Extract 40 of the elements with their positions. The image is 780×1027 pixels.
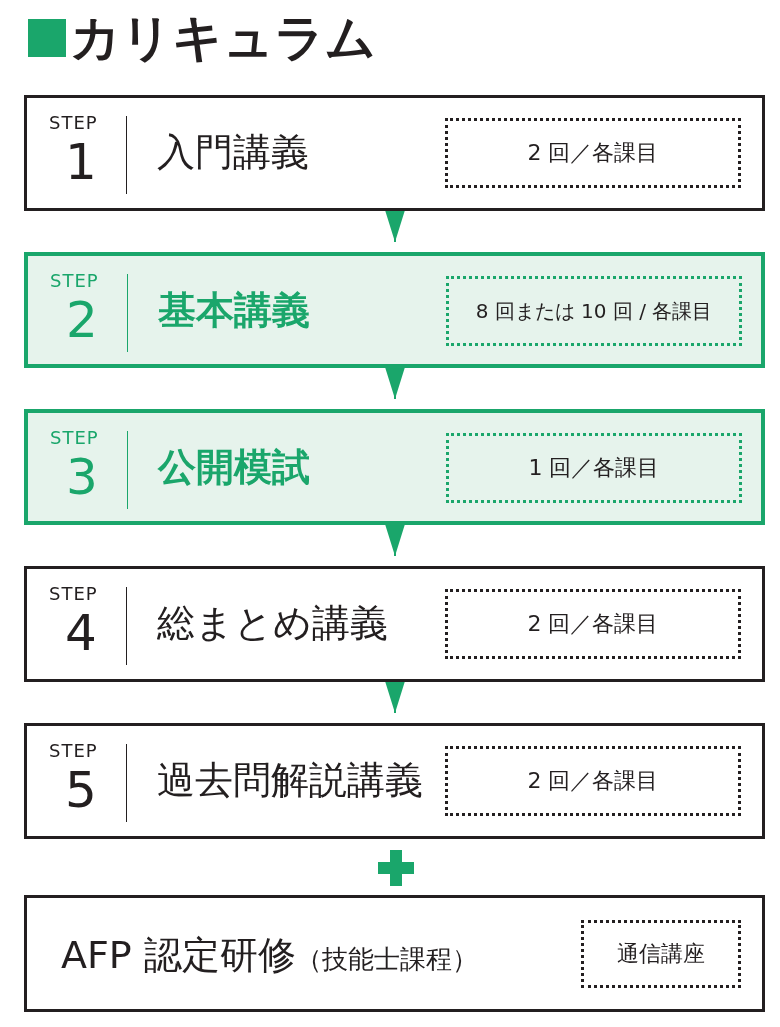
arrow [385, 210, 405, 243]
count-text: 8 回または 10 回 / 各課目 [475, 297, 713, 325]
course-note: （技能士課程） [295, 943, 478, 976]
title: カリキュラム [70, 8, 376, 68]
step-title: 公開模試 [158, 444, 310, 491]
step-box [24, 566, 765, 682]
step-label: STEP [49, 740, 98, 761]
dotted-box [581, 920, 741, 988]
course-title: AFP 認定研修 [61, 932, 296, 979]
count-text: 2 回／各課目 [527, 767, 659, 795]
count-text: 2 回／各課目 [527, 610, 659, 638]
step-number: 5 [65, 762, 97, 818]
dotted-box [445, 118, 741, 188]
step-title: 入門講義 [157, 129, 309, 176]
dotted-box [446, 276, 742, 346]
step-number: 4 [65, 605, 97, 661]
count-text: 通信講座 [617, 940, 705, 968]
dotted-box [445, 589, 741, 659]
step-title: 基本講義 [158, 287, 310, 334]
arrow [385, 367, 405, 400]
count-text: 2 回／各課目 [527, 139, 659, 167]
step-number: 1 [65, 134, 97, 190]
course-box [24, 895, 765, 1012]
step-box [24, 95, 765, 211]
dotted-box [445, 746, 741, 816]
step-number: 3 [66, 449, 98, 505]
dotted-box [446, 433, 742, 503]
step-label: STEP [50, 270, 99, 291]
arrow [385, 681, 405, 714]
step-label: STEP [49, 583, 98, 604]
step-title: 総まとめ講義 [157, 600, 388, 647]
step-box [24, 409, 765, 525]
step-label: STEP [49, 112, 98, 133]
arrow [385, 524, 405, 557]
count-text: 1 回／各課目 [528, 454, 660, 482]
step-box [24, 252, 765, 368]
step-label: STEP [50, 427, 99, 448]
step-box [24, 723, 765, 839]
step-number: 2 [66, 292, 98, 348]
step-title: 過去問解説講義 [157, 757, 423, 804]
